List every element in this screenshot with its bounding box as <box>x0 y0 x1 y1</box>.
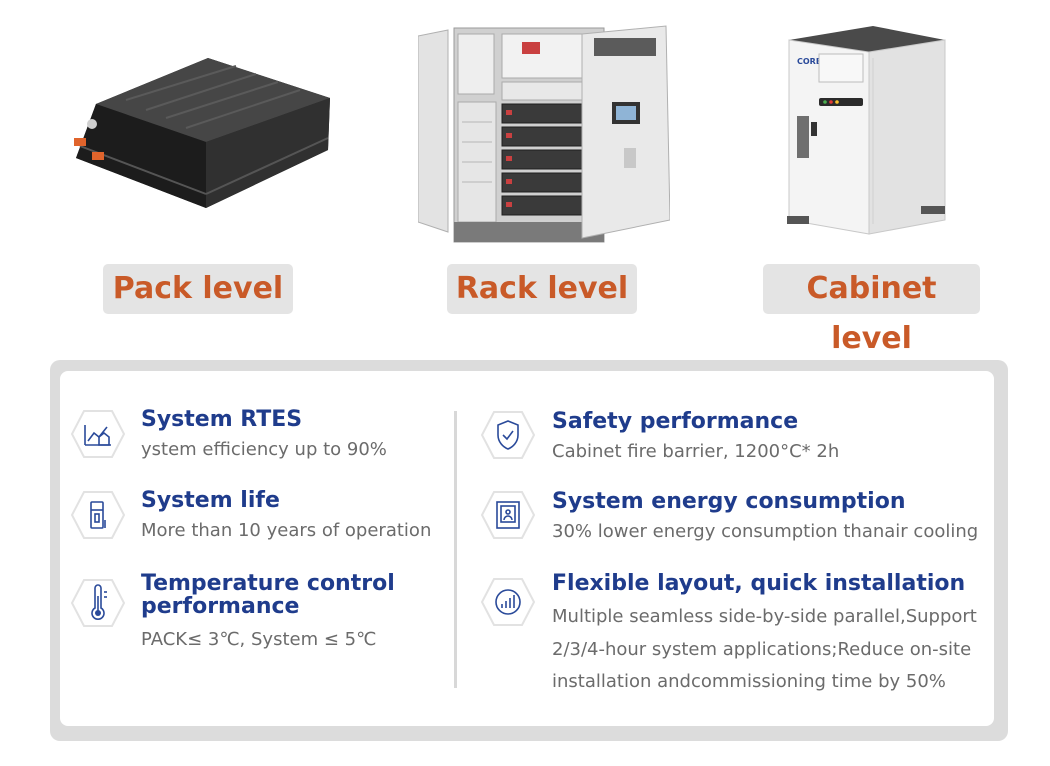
safety-performance-desc: Cabinet fire barrier, 1200°C* 2h <box>552 441 840 462</box>
pack-level-label: Pack level <box>103 264 293 314</box>
battery-device-icon <box>71 491 125 539</box>
rack-level-label: Rack level <box>447 264 637 314</box>
battery-pack-image <box>74 58 330 208</box>
shield-icon <box>481 411 535 459</box>
safety-performance-title: Safety performance <box>552 409 799 434</box>
column-divider <box>454 411 457 688</box>
cabinet-brand-text: COREY <box>797 57 827 66</box>
thermometer-icon <box>71 579 125 627</box>
battery-rack-image <box>418 25 670 243</box>
flexible-layout-title: Flexible layout, quick installation <box>552 571 966 596</box>
efficiency-chart-icon <box>71 410 125 458</box>
temperature-control-title-line2: performance <box>141 594 300 619</box>
layout-chart-icon <box>481 578 535 626</box>
flexible-layout-desc-line2: 2/3/4-hour system applications;Reduce on… <box>552 639 972 660</box>
cabinet-image: COREY <box>787 26 946 235</box>
system-life-desc: More than 10 years of operation <box>141 520 432 541</box>
flexible-layout-desc-line3: installation andcommissioning time by 50… <box>552 671 946 692</box>
temperature-control-desc: PACK≤ 3℃, System ≤ 5℃ <box>141 629 377 650</box>
system-life-title: System life <box>141 488 280 513</box>
flexible-layout-desc-line1: Multiple seamless side-by-side parallel,… <box>552 606 977 627</box>
energy-consumption-title: System energy consumption <box>552 489 906 514</box>
temperature-control-title-line1: Temperature control <box>141 571 395 596</box>
system-rtes-title: System RTES <box>141 407 303 432</box>
system-rtes-desc: ystem efficiency up to 90% <box>141 439 387 460</box>
energy-consumption-desc: 30% lower energy consumption thanair coo… <box>552 521 979 542</box>
energy-cabinet-icon <box>481 491 535 539</box>
cabinet-level-label: Cabinet level <box>763 264 980 356</box>
